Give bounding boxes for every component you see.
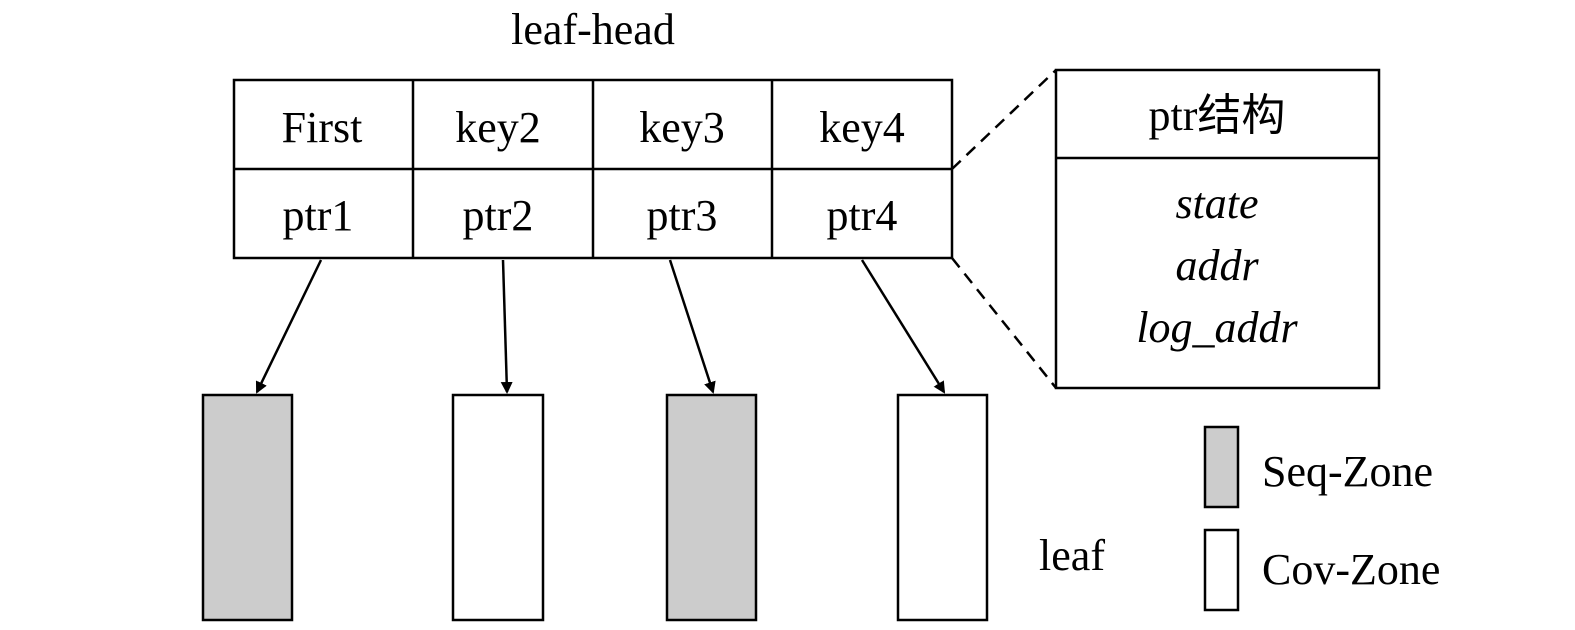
dashed-connector-top [951, 69, 1057, 170]
key-cell-4: key4 [819, 103, 905, 152]
ptr-field-state: state [1175, 179, 1258, 228]
ptr-field-addr: addr [1175, 241, 1259, 290]
ptr-cell-4: ptr4 [827, 191, 898, 240]
leaf-block-1 [201, 393, 294, 622]
ptr-cell-1: ptr1 [283, 191, 354, 240]
legend-label-seq-zone: Seq-Zone [1262, 447, 1433, 496]
legend-swatch-cov-zone [1203, 528, 1240, 612]
leaf-label: leaf [1039, 531, 1105, 580]
arrow-ptr3 [668, 259, 716, 394]
leaf-block-2 [451, 393, 545, 622]
key-cell-2: key2 [455, 103, 541, 152]
arrow-ptr1 [255, 259, 323, 394]
leaf-head-title: leaf-head [511, 5, 675, 54]
arrow-ptr4 [860, 259, 946, 394]
key-cell-3: key3 [639, 103, 725, 152]
legend-swatch-seq-zone [1203, 425, 1240, 509]
ptr-cell-2: ptr2 [463, 191, 534, 240]
leaf-block-3 [665, 393, 758, 622]
ptr-structure-title: ptr结构 [1149, 91, 1286, 140]
arrow-ptr2 [500, 259, 513, 394]
leaf-head-table: First key2 key3 key4 ptr1 ptr2 ptr3 ptr4 [232, 78, 954, 260]
ptr-structure-box: ptr结构 state addr log_addr [1054, 68, 1381, 390]
legend-label-cov-zone: Cov-Zone [1262, 545, 1440, 594]
legend: Seq-Zone Cov-Zone [1203, 425, 1440, 612]
leaf-block-4 [896, 393, 989, 622]
ptr-field-log-addr: log_addr [1136, 303, 1298, 352]
dashed-connector-bottom [951, 257, 1057, 389]
ptr-cell-3: ptr3 [647, 191, 718, 240]
key-cell-1: First [282, 103, 363, 152]
